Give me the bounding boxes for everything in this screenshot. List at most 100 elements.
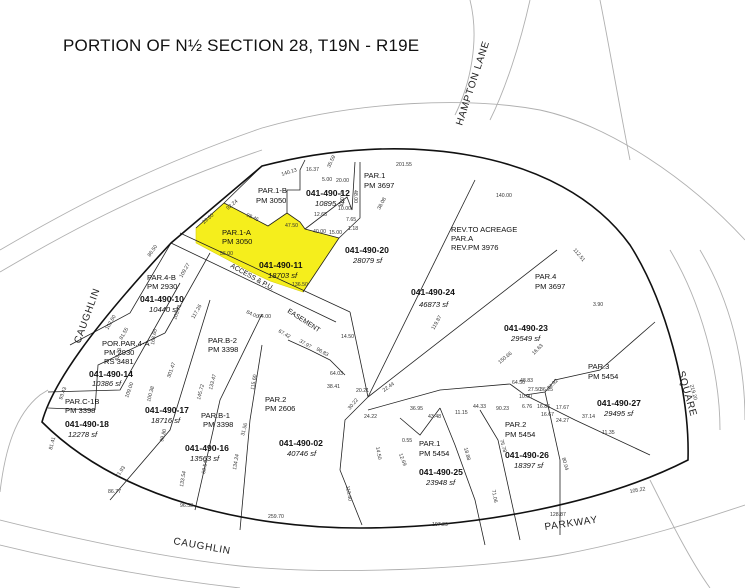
dimension-label: 38.08: [376, 197, 387, 211]
dimension-label: 219.20: [688, 384, 698, 401]
svg-text:PAR.1: PAR.1: [364, 171, 385, 180]
svg-text:041-490-27: 041-490-27: [597, 398, 641, 408]
dimension-label: 64.50: [512, 380, 525, 386]
dimension-label: 76.78: [498, 439, 507, 453]
dimension-label: 90.23: [496, 406, 509, 412]
parcel-041-490-24[interactable]: REV.TO ACREAGE PAR.A REV.PM 3976 041-490…: [411, 225, 517, 309]
dimension-label: 40.00: [338, 190, 344, 203]
dimension-label: 20.00: [336, 178, 349, 184]
svg-text:041-490-10: 041-490-10: [140, 294, 184, 304]
svg-text:13563 sf: 13563 sf: [190, 454, 220, 463]
dimension-label: 16.86: [537, 404, 550, 410]
street-label-caughlin-south: CAUGHLIN: [172, 536, 231, 557]
svg-text:29549 sf: 29549 sf: [510, 334, 541, 343]
dimension-label: 115.60: [250, 374, 259, 390]
dimension-label: 22.44: [382, 381, 396, 393]
parcel-labels: PAR.1-B PM 3050 041-490-12 10895 sf PAR.…: [65, 171, 641, 487]
dimension-label: 96.53: [180, 503, 193, 509]
dimension-label: 43.48: [428, 414, 441, 420]
svg-text:041-490-11: 041-490-11: [259, 260, 303, 270]
dimension-label: 48.83: [520, 378, 533, 384]
svg-text:PM 3398: PM 3398: [203, 420, 233, 429]
dimension-label: 38.41: [327, 384, 340, 390]
svg-text:PAR.4-B: PAR.4-B: [147, 273, 176, 282]
svg-text:PM 3697: PM 3697: [364, 181, 394, 190]
svg-text:PAR.1-B: PAR.1-B: [258, 186, 287, 195]
svg-text:10895 sf: 10895 sf: [315, 199, 345, 208]
parcel-041-490-16[interactable]: PAR.B-1 PM 3398 041-490-16 13563 sf: [185, 411, 233, 463]
parcel-041-490-27[interactable]: PAR.3 PM 5454 041-490-27 29495 sf: [588, 362, 641, 418]
dimension-label: 113.40: [344, 485, 353, 501]
dimension-label: 197.29: [432, 522, 448, 528]
dimension-label: 36.95: [410, 406, 423, 412]
svg-text:041-490-16: 041-490-16: [185, 443, 229, 453]
dimension-label: 16.63: [531, 343, 545, 357]
svg-text:041-490-18: 041-490-18: [65, 419, 109, 429]
dimension-label: 24.22: [364, 414, 377, 420]
svg-text:46873 sf: 46873 sf: [419, 300, 449, 309]
svg-text:041-490-12: 041-490-12: [306, 188, 350, 198]
svg-text:PM 3050: PM 3050: [222, 237, 252, 246]
parcel-041-490-23[interactable]: PAR.4 PM 3697 041-490-23 29549 sf: [504, 272, 565, 343]
dimension-label: 96.83: [315, 347, 329, 359]
dimension-label: 5.00: [322, 177, 332, 183]
svg-text:041-490-20: 041-490-20: [345, 245, 389, 255]
svg-text:041-490-17: 041-490-17: [145, 405, 189, 415]
parcel-041-490-17[interactable]: PAR.B-2 PM 3398 041-490-17 18716 sf: [145, 336, 238, 425]
dimension-label: 100.38: [146, 386, 156, 403]
dimension-label: 18.88: [462, 447, 471, 461]
dimension-label: 140.00: [496, 193, 512, 199]
dimension-label: 119.87: [431, 314, 444, 331]
parcel-041-490-25[interactable]: PAR.1 PM 5454 041-490-25 23948 sf: [419, 439, 463, 487]
dimension-label: 56.00: [220, 251, 233, 257]
svg-text:041-490-23: 041-490-23: [504, 323, 548, 333]
svg-text:041-490-14: 041-490-14: [89, 369, 133, 379]
dimension-label: 11.35: [602, 430, 615, 436]
parcel-041-490-14[interactable]: POR.PAR.4-A PM 2930 RS 3481 041-490-14 1…: [89, 339, 150, 388]
dimension-label: 16.67: [541, 412, 554, 418]
dimension-label: 99.80: [159, 428, 168, 442]
svg-text:PAR.B-1: PAR.B-1: [201, 411, 230, 420]
dimension-label: 67.42: [277, 329, 291, 341]
dimension-label: 134.24: [232, 454, 241, 471]
dimension-label: 133.54: [179, 471, 188, 488]
dimension-label: 109.27: [179, 262, 192, 279]
dimension-label: 64.00: [258, 314, 271, 320]
dimension-label: 15.00: [329, 230, 342, 236]
parcel-041-490-18[interactable]: PAR.C-1B PM 3398 041-490-18 12278 sf: [65, 397, 109, 439]
dimension-label: 105.71: [172, 304, 183, 321]
dimension-label: 27.50: [528, 387, 541, 393]
svg-text:PM 3050: PM 3050: [256, 196, 286, 205]
parcel-041-490-20[interactable]: PAR.1 PM 3697 041-490-20 28079 sf: [345, 171, 394, 265]
parcel-041-490-26[interactable]: PAR.2 PM 5454 041-490-26 18397 sf: [505, 420, 549, 470]
dimension-label: 16.37: [306, 167, 319, 173]
svg-text:PAR.A: PAR.A: [451, 234, 474, 243]
dimension-label: 24.27: [556, 418, 569, 424]
svg-text:18397 sf: 18397 sf: [514, 461, 544, 470]
street-label-caughlin-west: CAUGHLIN: [72, 287, 102, 345]
svg-text:18716 sf: 18716 sf: [151, 416, 181, 425]
svg-text:041-490-02: 041-490-02: [279, 438, 323, 448]
svg-text:PM 5454: PM 5454: [505, 430, 535, 439]
dimension-label: 40.00: [313, 229, 326, 235]
svg-text:REV.TO ACREAGE: REV.TO ACREAGE: [451, 225, 517, 234]
dimension-label: 84.00: [245, 309, 259, 320]
svg-text:PAR.C-1B: PAR.C-1B: [65, 397, 99, 406]
svg-text:RS 3481: RS 3481: [104, 357, 134, 366]
dimension-label: 117.26: [191, 303, 204, 320]
parcel-041-490-11[interactable]: PAR.1-A PM 3050 041-490-11 18703 sf: [222, 228, 303, 280]
svg-text:PM 5454: PM 5454: [419, 449, 449, 458]
svg-text:POR.PAR.4-A: POR.PAR.4-A: [102, 339, 150, 348]
dimension-label: 136.50: [292, 282, 308, 288]
easement-label: EASEMENT: [286, 308, 321, 334]
svg-text:PM 3398: PM 3398: [65, 406, 95, 415]
dimension-label: 86.50: [147, 244, 159, 258]
dimension-label: 93.43: [58, 386, 68, 400]
dimension-label: 6.76: [522, 404, 532, 410]
svg-text:REV.PM 3976: REV.PM 3976: [451, 243, 498, 252]
parcel-041-490-10[interactable]: PAR.4-B PM 2930 041-490-10 10440 sf: [140, 273, 184, 314]
dimension-label: 17.67: [556, 405, 569, 411]
parcel-041-490-12[interactable]: PAR.1-B PM 3050 041-490-12 10895 sf: [256, 186, 350, 208]
parcel-041-490-02[interactable]: PAR.2 PM 2606 041-490-02 40746 sf: [265, 395, 323, 458]
